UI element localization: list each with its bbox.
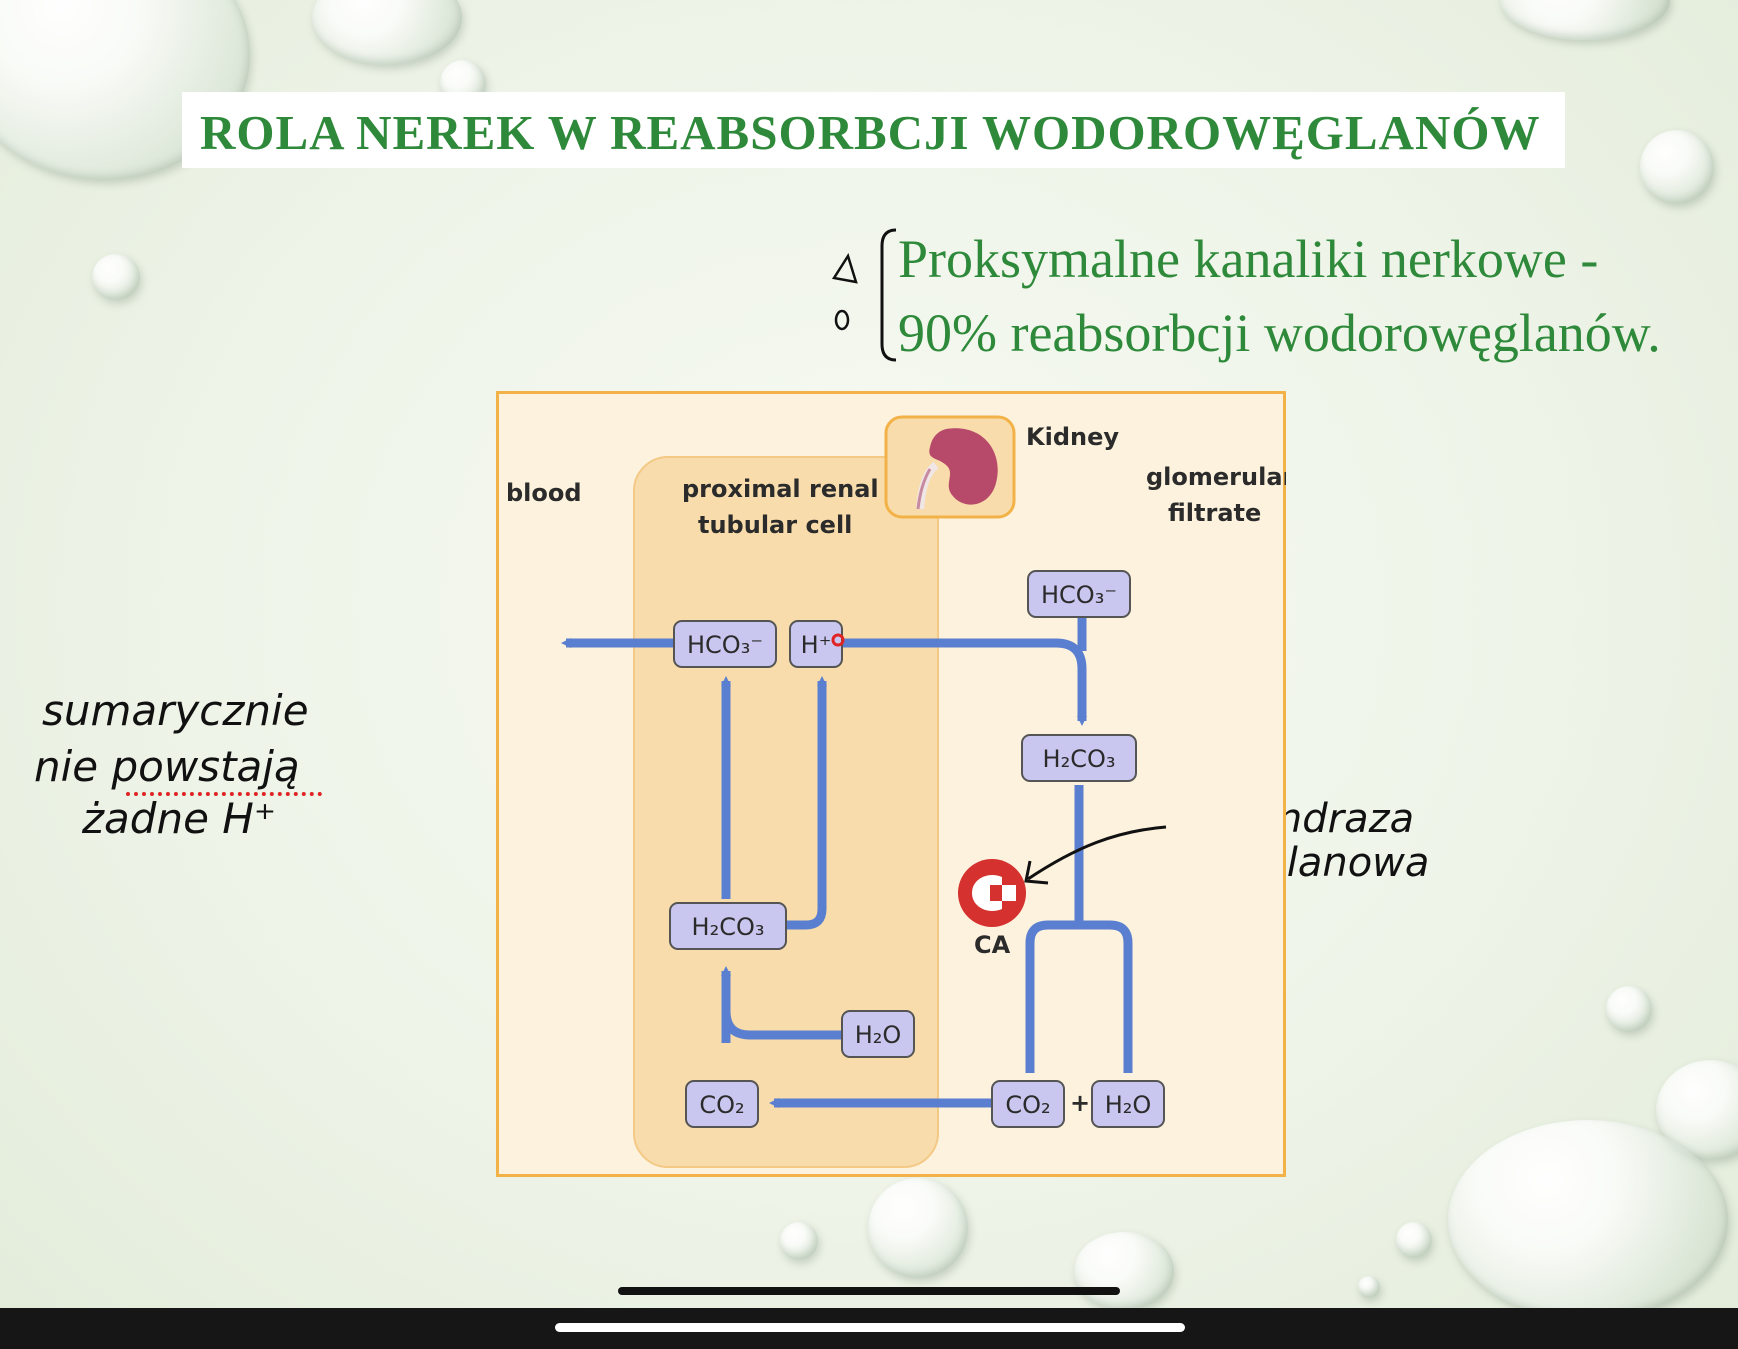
box-h2o-cell: H₂O bbox=[855, 1021, 902, 1049]
label-ca: CA bbox=[974, 931, 1011, 959]
bicarbonate-reabsorption-diagram: blood proximal renal tubular cell Kidney… bbox=[496, 391, 1286, 1177]
label-filtrate-line-1: glomerular bbox=[1146, 463, 1286, 491]
water-drop bbox=[868, 1178, 968, 1278]
label-blood: blood bbox=[506, 479, 582, 507]
water-drop bbox=[1358, 1276, 1380, 1298]
subtitle-line-2: 90% reabsorbcji wodorowęglanów. bbox=[898, 303, 1661, 363]
water-drop bbox=[1500, 0, 1670, 40]
handwritten-note-line-1: sumarycznie bbox=[42, 686, 309, 735]
h-secretion-path bbox=[822, 638, 1087, 726]
box-co2-filtrate: CO₂ bbox=[1005, 1091, 1050, 1119]
box-hco3-cell: HCO₃⁻ bbox=[687, 631, 763, 659]
h2co3-split-left bbox=[1025, 920, 1079, 1073]
red-dotted-underline bbox=[126, 792, 322, 796]
water-drop bbox=[1448, 1120, 1728, 1320]
handwritten-note-line-2: nie powstają bbox=[34, 742, 300, 791]
water-drop bbox=[1606, 986, 1652, 1032]
handwritten-note-line-3: żadne H⁺ bbox=[82, 794, 277, 843]
water-drop bbox=[312, 0, 462, 65]
tubular-cell-region bbox=[633, 456, 939, 1168]
bracket-annotation bbox=[831, 228, 897, 362]
water-drop bbox=[780, 1222, 818, 1260]
water-drop bbox=[1074, 1232, 1174, 1310]
h2co3-split-right bbox=[1079, 920, 1133, 1073]
label-filtrate-line-2: filtrate bbox=[1168, 499, 1261, 527]
handwritten-pointer-arrow bbox=[1024, 825, 1167, 885]
label-cell-line-1: proximal renal bbox=[682, 475, 879, 503]
slide-title: ROLA NEREK W REABSORBCJI WODOROWĘGLANÓW bbox=[200, 105, 1541, 160]
carbonic-anhydrase-icon bbox=[958, 859, 1026, 927]
box-h2co3-filtrate: H₂CO₃ bbox=[1043, 745, 1116, 773]
subtitle-line-1: Proksymalne kanaliki nerkowe - bbox=[898, 229, 1599, 289]
home-indicator[interactable] bbox=[555, 1323, 1185, 1332]
box-h2o-filtrate: H₂O bbox=[1105, 1091, 1152, 1119]
box-h-cell: H⁺ bbox=[801, 631, 832, 659]
annotation-dot bbox=[831, 633, 845, 647]
water-drop bbox=[92, 254, 140, 300]
box-hco3-filtrate: HCO₃⁻ bbox=[1041, 581, 1117, 609]
scrub-bar[interactable] bbox=[618, 1287, 1120, 1295]
water-drop bbox=[1640, 130, 1714, 204]
water-drop bbox=[1396, 1222, 1432, 1258]
h2o-join-line bbox=[721, 1010, 842, 1040]
label-cell-line-2: tubular cell bbox=[698, 511, 852, 539]
kidney-icon bbox=[916, 428, 998, 510]
plus-sign: + bbox=[1070, 1089, 1090, 1117]
label-kidney: Kidney bbox=[1026, 423, 1119, 451]
box-co2-cell: CO₂ bbox=[699, 1091, 744, 1119]
h2co3-dissociation-h-arrow bbox=[786, 676, 827, 930]
box-h2co3-cell: H₂CO₃ bbox=[692, 913, 765, 941]
title-background bbox=[182, 92, 1565, 168]
